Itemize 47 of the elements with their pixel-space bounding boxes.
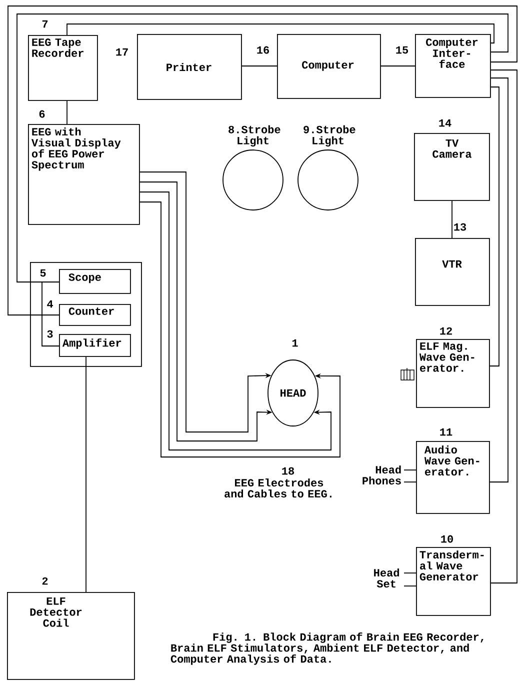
connector-line (42, 282, 60, 346)
note-text: EEG Electrodes and Cables to EEG. (224, 478, 332, 498)
callout-number: 15 (396, 46, 408, 54)
panel-box (30, 262, 142, 367)
process-box: ELF Mag. Wave Gen-erator. (416, 339, 490, 408)
process-box: Scope (59, 269, 131, 294)
callout-number: 13 (454, 223, 466, 231)
process-box: Amplifier (59, 334, 131, 357)
text-label: Head Set (374, 568, 399, 588)
process-box: Computer Inter-face (415, 34, 491, 98)
process-box: TV Camera (414, 133, 490, 201)
node-label: 8.Strobe Light (228, 125, 280, 147)
callout-number: 6 (39, 110, 45, 118)
process-box: Transderm-al Wave Generator (416, 547, 491, 616)
process-box: Computer (277, 34, 381, 99)
callout-number: 18 (282, 467, 294, 475)
connector-line (66, 24, 494, 44)
caption: Fig. 1. Block Diagram of Brain EEG Recorder, Brain ELF Stimulators, Ambient ELF Detector, and Computer Analysis of Data. (170, 632, 484, 665)
callout-number: 1 (292, 339, 298, 347)
callout-number: 17 (116, 48, 128, 56)
callout-number: 11 (440, 428, 452, 436)
callout-number: 16 (257, 46, 269, 54)
connector-line (489, 78, 508, 482)
callout-number: 12 (440, 327, 452, 335)
callout-number: 2 (42, 577, 48, 585)
callout-number: 5 (40, 269, 46, 277)
process-box: Counter (59, 304, 131, 326)
connector-line (489, 86, 500, 366)
callout-number: 4 (47, 300, 53, 308)
process-box: ELF Detector Coil (7, 592, 135, 680)
callout-number: 7 (42, 20, 48, 28)
connector-line (404, 572, 416, 574)
process-box: VTR (415, 238, 490, 306)
text-label: Head Phones (362, 465, 401, 485)
node-label: 9.Strobe Light (304, 125, 356, 147)
process-box: EEG with Visual Display of EEG Power Spectrum (28, 124, 140, 225)
connector-line (8, 6, 518, 316)
connector-line (16, 14, 508, 282)
head-outline: HEAD (268, 360, 318, 426)
process-box: EEG Tape Recorder (28, 35, 98, 101)
process-box: Printer (137, 34, 242, 100)
callout-number: 10 (441, 535, 453, 543)
callout-number: 14 (439, 119, 452, 127)
process-box: Audio Wave Gen-erator. (416, 441, 490, 514)
callout-number: 3 (47, 330, 53, 338)
connector-line (66, 100, 68, 124)
connector-line (490, 70, 518, 584)
